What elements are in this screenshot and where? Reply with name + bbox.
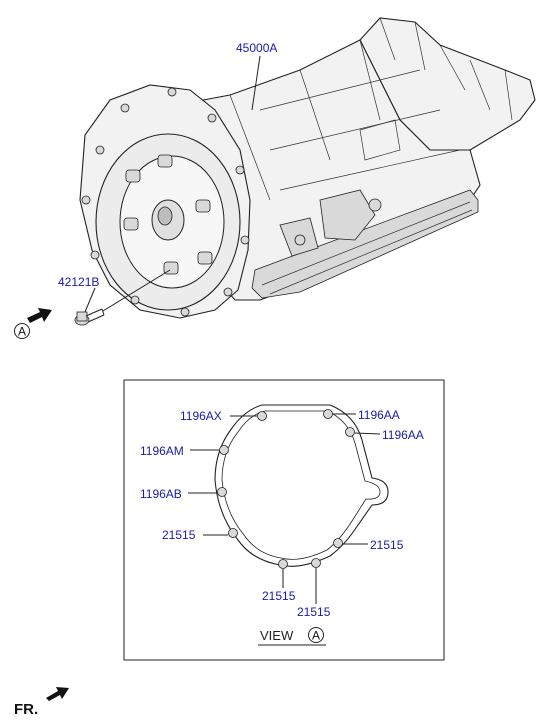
callout-1196aa-2[interactable]: 1196AA: [382, 428, 424, 442]
bolt-leader-1: [84, 287, 96, 313]
front-arrow-icon: [46, 687, 69, 701]
callout-1196am[interactable]: 1196AM: [140, 444, 184, 458]
callout-1196ab[interactable]: 1196AB: [140, 487, 182, 501]
bolt-part-label[interactable]: 42121B: [58, 275, 99, 289]
view-caption-letter: A: [312, 629, 320, 643]
callout-21515-bottom-1[interactable]: 21515: [262, 589, 296, 603]
transmission-assembly[interactable]: [79, 17, 536, 319]
transmission-part-label[interactable]: 45000A: [236, 41, 277, 55]
gasket-outline[interactable]: [214, 404, 389, 567]
front-indicator-label: FR.: [14, 701, 38, 718]
callout-1196aa-1[interactable]: 1196AA: [358, 408, 400, 422]
bolt-42121b[interactable]: [74, 308, 105, 326]
callout-21515-right[interactable]: 21515: [370, 538, 404, 552]
view-marker-circle: [14, 323, 30, 339]
view-a-arrow-icon: [27, 308, 52, 323]
view-marker-letter: A: [18, 325, 26, 339]
bolt-leader-2: [102, 269, 171, 312]
callout-21515-left[interactable]: 21515: [162, 528, 196, 542]
callout-21515-bottom-2[interactable]: 21515: [297, 605, 331, 619]
view-caption-word: VIEW: [260, 628, 294, 643]
callout-leaders: [188, 413, 381, 604]
detail-view-box: [123, 379, 445, 661]
callout-1196ax[interactable]: 1196AX: [180, 409, 222, 423]
gasket-holes: [217, 409, 355, 569]
view-caption-circle: [308, 627, 324, 643]
transmission-leader: [251, 55, 261, 111]
